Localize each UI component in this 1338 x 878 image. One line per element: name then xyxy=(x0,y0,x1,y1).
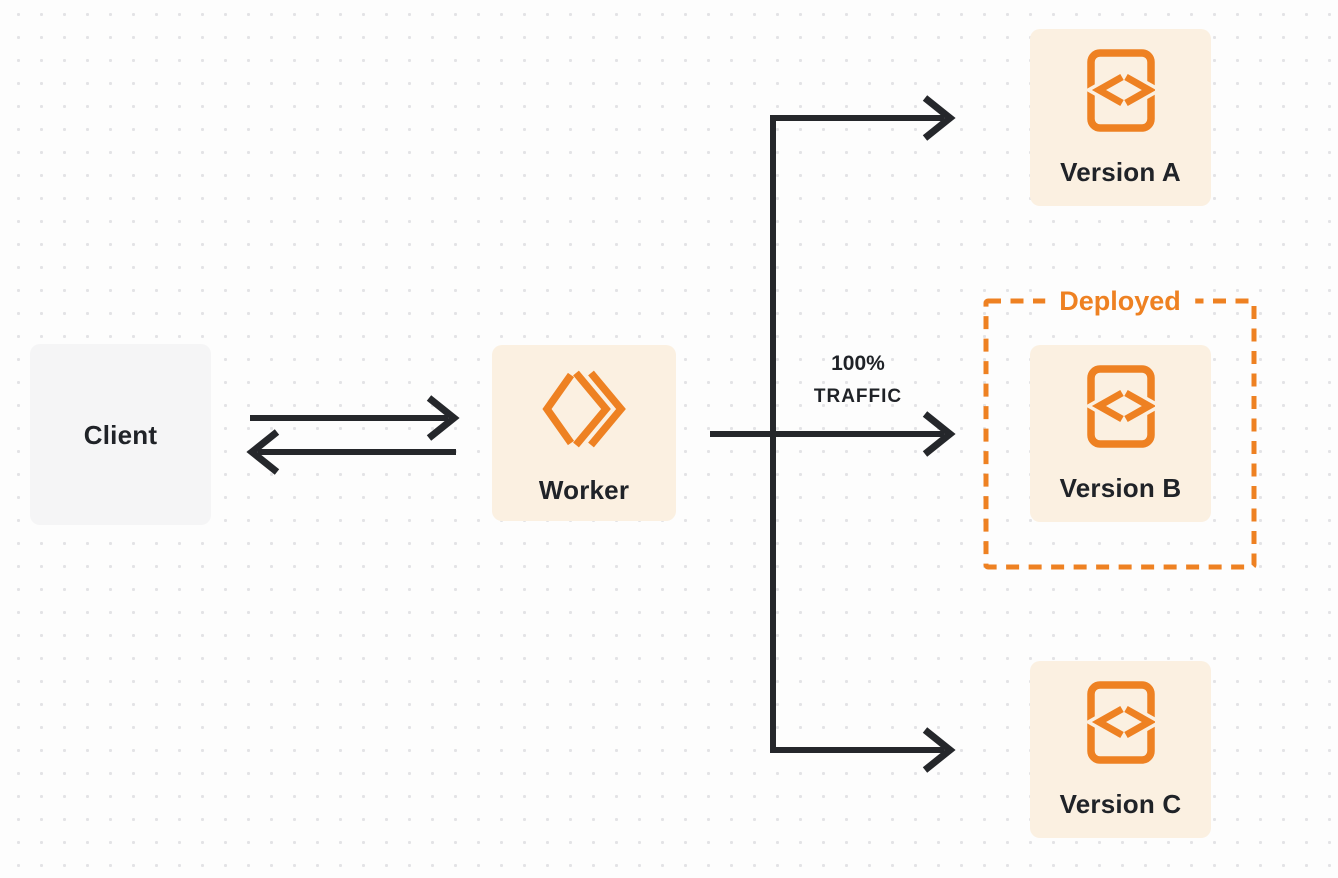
deployed-label: Deployed xyxy=(1045,285,1195,317)
code-file-icon xyxy=(1086,365,1155,448)
version-c-node: Version C xyxy=(1030,661,1211,838)
version-b-node: Version B xyxy=(1030,345,1211,522)
traffic-split-lines xyxy=(710,115,944,753)
version-c-label: Version C xyxy=(1059,789,1182,819)
worker-label: Worker xyxy=(538,475,630,505)
code-file-icon xyxy=(1086,49,1155,132)
worker-node: Worker xyxy=(492,345,676,521)
traffic-annotation: 100% TRAFFIC xyxy=(814,347,902,413)
client-node: Client xyxy=(30,344,211,525)
arrow-worker-to-client xyxy=(246,429,456,475)
traffic-percentage: 100% xyxy=(831,352,885,375)
version-a-node: Version A xyxy=(1030,29,1211,206)
version-b-label: Version B xyxy=(1059,473,1182,503)
arrow-client-to-worker xyxy=(250,395,460,441)
version-a-label: Version A xyxy=(1060,157,1181,187)
client-label: Client xyxy=(83,419,158,450)
deployed-region-border xyxy=(983,298,1257,570)
workers-logo-icon xyxy=(542,370,626,448)
traffic-word: TRAFFIC xyxy=(813,386,903,407)
code-file-icon xyxy=(1086,681,1155,764)
traffic-arrowheads xyxy=(922,95,956,773)
